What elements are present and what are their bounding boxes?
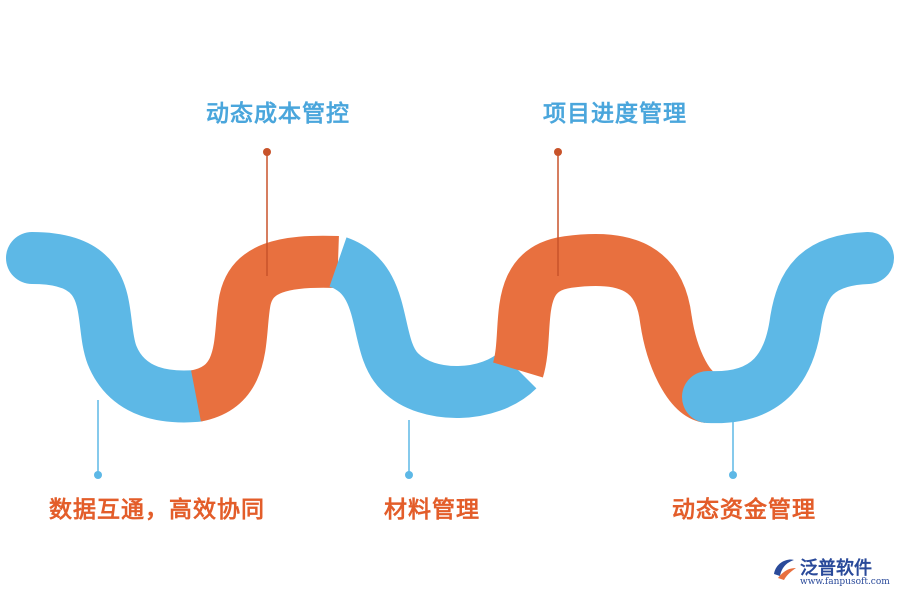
connector-dot-bottom-left <box>94 471 102 479</box>
connector-dot-top-right <box>554 148 562 156</box>
label-top-right: 项目进度管理 <box>543 101 687 127</box>
label-top-left: 动态成本管控 <box>206 101 350 127</box>
fanpu-logo-icon <box>774 559 796 580</box>
wave-segment-orange-2 <box>492 234 717 423</box>
label-bottom-center: 材料管理 <box>384 497 480 523</box>
logo-url: www.fanpusoft.com <box>800 577 890 587</box>
connector-dot-bottom-center <box>405 471 413 479</box>
label-bottom-right: 动态资金管理 <box>672 497 816 523</box>
label-bottom-left: 数据互通，高效协同 <box>49 497 265 523</box>
connector-dot-bottom-right <box>729 471 737 479</box>
connector-dot-top-left <box>263 148 271 156</box>
wave-segment-blue-3 <box>682 232 894 424</box>
wave-segment-blue-1 <box>6 232 222 423</box>
logo-name: 泛普软件 <box>800 558 872 579</box>
brand-logo: 泛普软件 www.fanpusoft.com <box>770 552 890 592</box>
wave-segment-orange-1 <box>189 235 339 422</box>
wave-segment-blue-2 <box>327 237 537 418</box>
